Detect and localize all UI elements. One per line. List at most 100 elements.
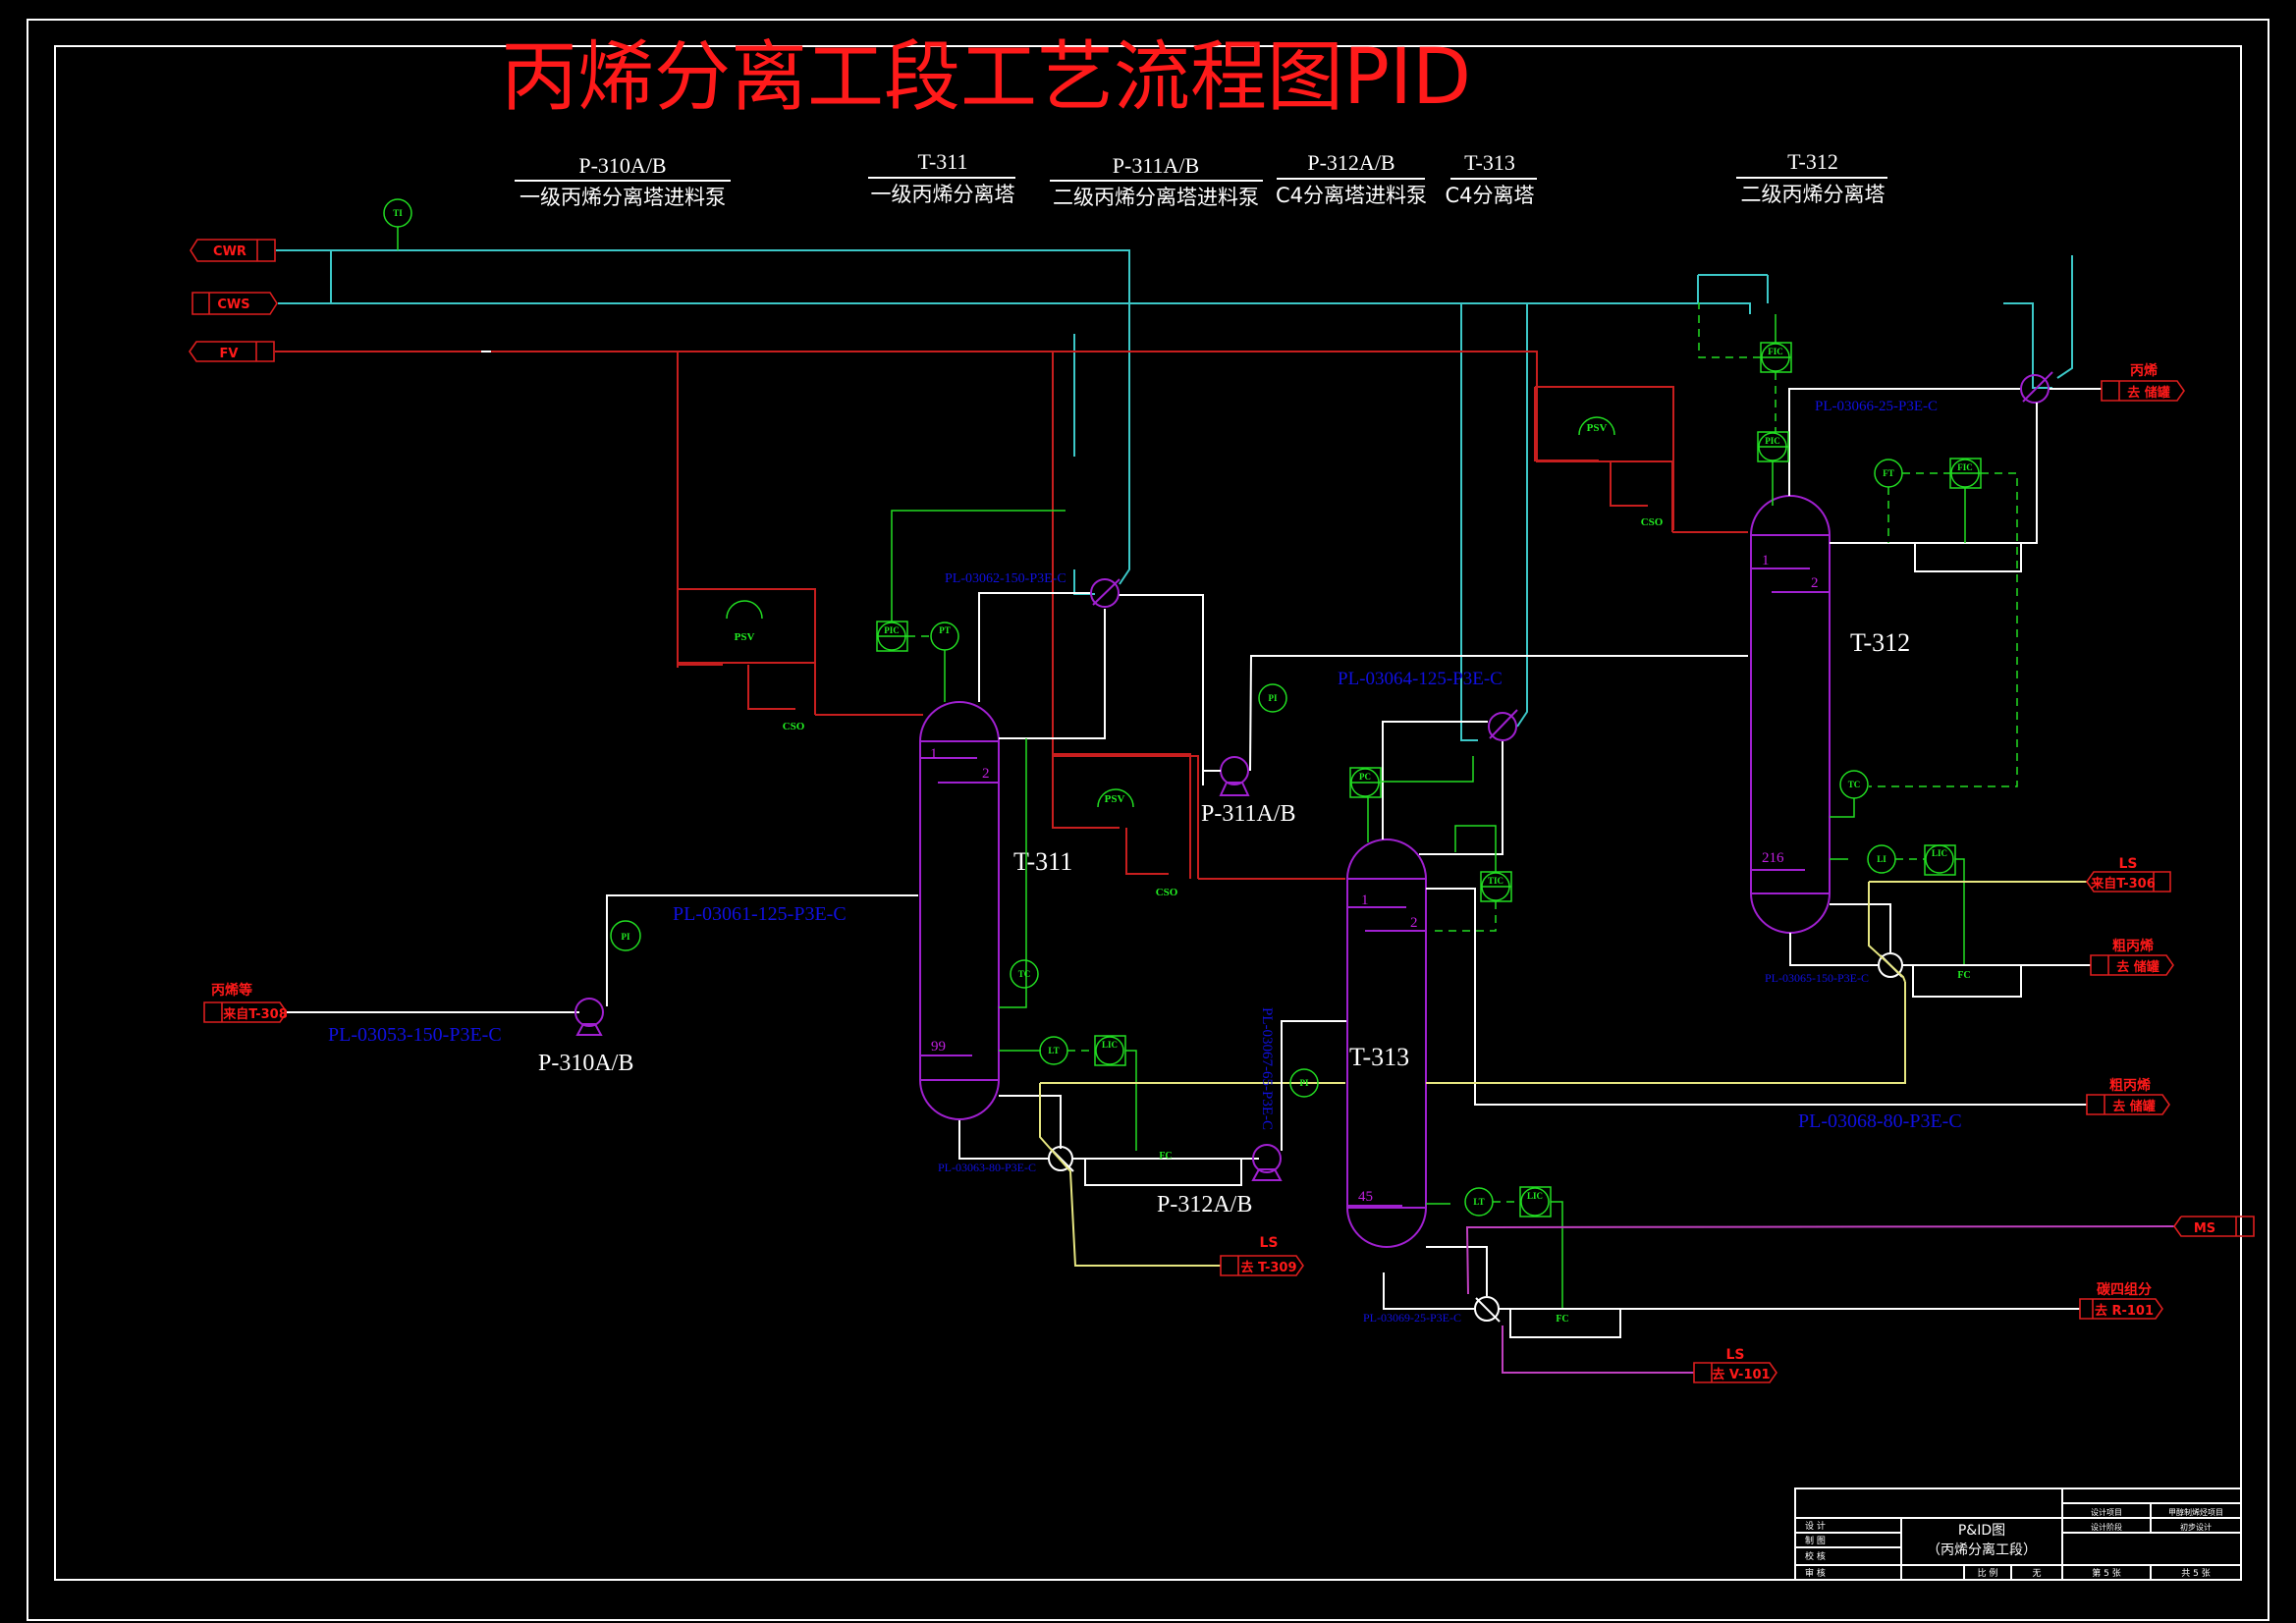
cso-label: CSO xyxy=(1641,516,1664,528)
line-number: PL-03065-150-P3E-C xyxy=(1765,971,1869,985)
offpage-cwr[interactable]: CWR xyxy=(190,239,276,262)
svg-text:PC: PC xyxy=(1359,772,1371,782)
control-valve-label: FC xyxy=(1957,970,1970,981)
instrument-lic[interactable]: LIC xyxy=(1519,1186,1552,1217)
svg-text:LIC: LIC xyxy=(1932,848,1947,858)
offpage-ls-t309[interactable]: LS xyxy=(1259,1235,1278,1251)
offpage-caption: 丙烯等 xyxy=(211,982,252,999)
line-number: PL-03053-150-P3E-C xyxy=(328,1024,502,1046)
equipment-header: T-311 一级丙烯分离塔 xyxy=(868,149,1015,206)
instrument-li[interactable]: LI xyxy=(1867,844,1896,874)
offpage-crude-propylene-2[interactable]: 粗丙烯 去 储罐 xyxy=(2086,1077,2170,1115)
offpage-caption: LS xyxy=(1725,1347,1744,1363)
tb-sheet: 第 5 张 xyxy=(2092,1567,2120,1579)
tb-stage-label: 设计阶段 xyxy=(2091,1522,2122,1532)
offpage-label: 来自T-306 xyxy=(2090,876,2156,892)
instrument-fic[interactable]: FIC xyxy=(1949,458,1982,489)
offpage-label: CWR xyxy=(213,244,246,259)
header-name: 二级丙烯分离塔 xyxy=(1741,183,1886,206)
instrument-ft[interactable]: FT xyxy=(1874,459,1903,488)
offpage-caption: LS xyxy=(2118,856,2137,872)
header-name: 一级丙烯分离塔进料泵 xyxy=(519,186,726,209)
pump-p310[interactable] xyxy=(574,998,604,1036)
equipment-header: P-310A/B 一级丙烯分离塔进料泵 xyxy=(515,153,731,209)
tb-scale-label: 比 例 xyxy=(1978,1567,1998,1579)
instrument-tc[interactable]: TC xyxy=(1010,959,1039,989)
offpage-fv[interactable]: FV xyxy=(189,341,275,362)
instrument-fic[interactable]: FIC xyxy=(1760,342,1792,373)
svg-text:FT: FT xyxy=(1883,468,1894,478)
reboiler-e314[interactable] xyxy=(1474,1296,1501,1323)
instrument-pic[interactable]: PIC xyxy=(1757,431,1789,462)
offpage-cws[interactable]: CWS xyxy=(191,292,278,315)
offpage-c4[interactable]: 碳四组分 去 R-101 xyxy=(2079,1281,2163,1320)
equipment-header: P-311A/B 二级丙烯分离塔进料泵 xyxy=(1050,153,1263,209)
svg-text:PSV: PSV xyxy=(735,631,755,643)
svg-text:PSV: PSV xyxy=(1587,422,1608,434)
control-valve-label: FC xyxy=(1159,1151,1172,1162)
tower-t313[interactable] xyxy=(1346,839,1427,1248)
offpage-ls-v101[interactable]: LS 去 V-101 xyxy=(1693,1347,1777,1383)
svg-text:TC: TC xyxy=(1848,780,1861,789)
cooling-water-headers xyxy=(276,249,2073,741)
relief-valve-psv[interactable]: PSV xyxy=(1097,788,1134,808)
offpage-caption: 粗丙烯 xyxy=(2112,938,2154,954)
tb-role: 审 核 xyxy=(1805,1567,1826,1579)
equipment-tag: T-313 xyxy=(1349,1043,1409,1071)
svg-text:FIC: FIC xyxy=(1957,462,1973,472)
tb-role: 校 核 xyxy=(1805,1550,1826,1562)
tray-number: 1 xyxy=(1361,893,1369,908)
offpage-ms[interactable]: MS xyxy=(2173,1216,2255,1237)
line-number: PL-03061-125-P3E-C xyxy=(673,903,847,925)
line-number: PL-03066-25-P3E-C xyxy=(1815,399,1938,414)
instrument-pi[interactable]: PI xyxy=(610,920,641,951)
instrument-lic[interactable]: LIC xyxy=(1924,844,1956,876)
tb-scale-value: 无 xyxy=(2032,1568,2041,1579)
tower-t312[interactable] xyxy=(1750,495,1831,934)
instrument-pc[interactable]: PC xyxy=(1349,767,1382,798)
offpage-label: 去 T-309 xyxy=(1240,1260,1296,1275)
instrument-lt[interactable]: LT xyxy=(1464,1187,1494,1217)
offpage-caption: 碳四组分 xyxy=(2097,1281,2152,1298)
header-tag: P-312A/B xyxy=(1307,150,1394,175)
instrument-lt[interactable]: LT xyxy=(1039,1036,1068,1065)
instrument-pic[interactable]: PIC xyxy=(876,621,908,652)
equipment-tag: P-312A/B xyxy=(1157,1192,1252,1217)
condenser-e313[interactable] xyxy=(1488,709,1518,741)
offpage-label: 去 V-101 xyxy=(1712,1367,1770,1382)
offpage-label: 去 R-101 xyxy=(2095,1303,2154,1319)
condenser-e315[interactable] xyxy=(2020,371,2053,404)
offpage-propylene[interactable]: 丙烯 去 储罐 xyxy=(2101,362,2185,402)
feed-offpage[interactable]: 丙烯等 来自T-308 xyxy=(203,982,288,1023)
header-tag: T-311 xyxy=(918,149,968,174)
instrument-ti[interactable]: TI xyxy=(383,198,412,228)
flare-header xyxy=(275,351,1748,880)
svg-text:PIC: PIC xyxy=(1765,436,1780,446)
header-tag: P-310A/B xyxy=(578,153,666,178)
svg-text:PSV: PSV xyxy=(1105,793,1125,805)
tb-stage-value: 初步设计 xyxy=(2180,1522,2212,1532)
relief-valve-psv[interactable]: PSV xyxy=(1578,416,1615,436)
svg-text:TI: TI xyxy=(393,208,403,218)
instrument-pi[interactable]: PI xyxy=(1289,1068,1319,1098)
tb-role: 设 计 xyxy=(1805,1520,1826,1532)
instrument-tc[interactable]: TC xyxy=(1839,770,1869,799)
instrument-lic[interactable]: LIC xyxy=(1094,1035,1126,1066)
pump-p312[interactable] xyxy=(1251,1144,1283,1181)
tower-t311[interactable] xyxy=(919,701,1000,1120)
offpage-ls-t306[interactable]: LS 来自T-306 xyxy=(2086,856,2171,893)
svg-text:LIC: LIC xyxy=(1102,1040,1118,1050)
line-number: PL-03064-125-P3E-C xyxy=(1338,669,1503,689)
instrument-pi[interactable]: PI xyxy=(1258,683,1287,713)
condenser-e311[interactable] xyxy=(1090,578,1121,608)
cso-label: CSO xyxy=(1156,887,1178,898)
relief-valve-psv[interactable]: PSV xyxy=(726,600,763,643)
instrument-pt[interactable]: PT xyxy=(930,622,959,651)
pump-p311[interactable] xyxy=(1219,756,1250,796)
equipment-header: P-312A/B C4分离塔进料泵 xyxy=(1276,150,1427,207)
title-block: 设 计 制 图 校 核 审 核 P&ID图 （丙烯分离工段） 比 例 无 设计项… xyxy=(1794,1488,2242,1581)
instrument-tic[interactable]: TIC xyxy=(1480,871,1512,902)
offpage-crude-propylene-1[interactable]: 粗丙烯 去 储罐 xyxy=(2090,938,2174,976)
header-name: C4分离塔 xyxy=(1445,184,1534,207)
